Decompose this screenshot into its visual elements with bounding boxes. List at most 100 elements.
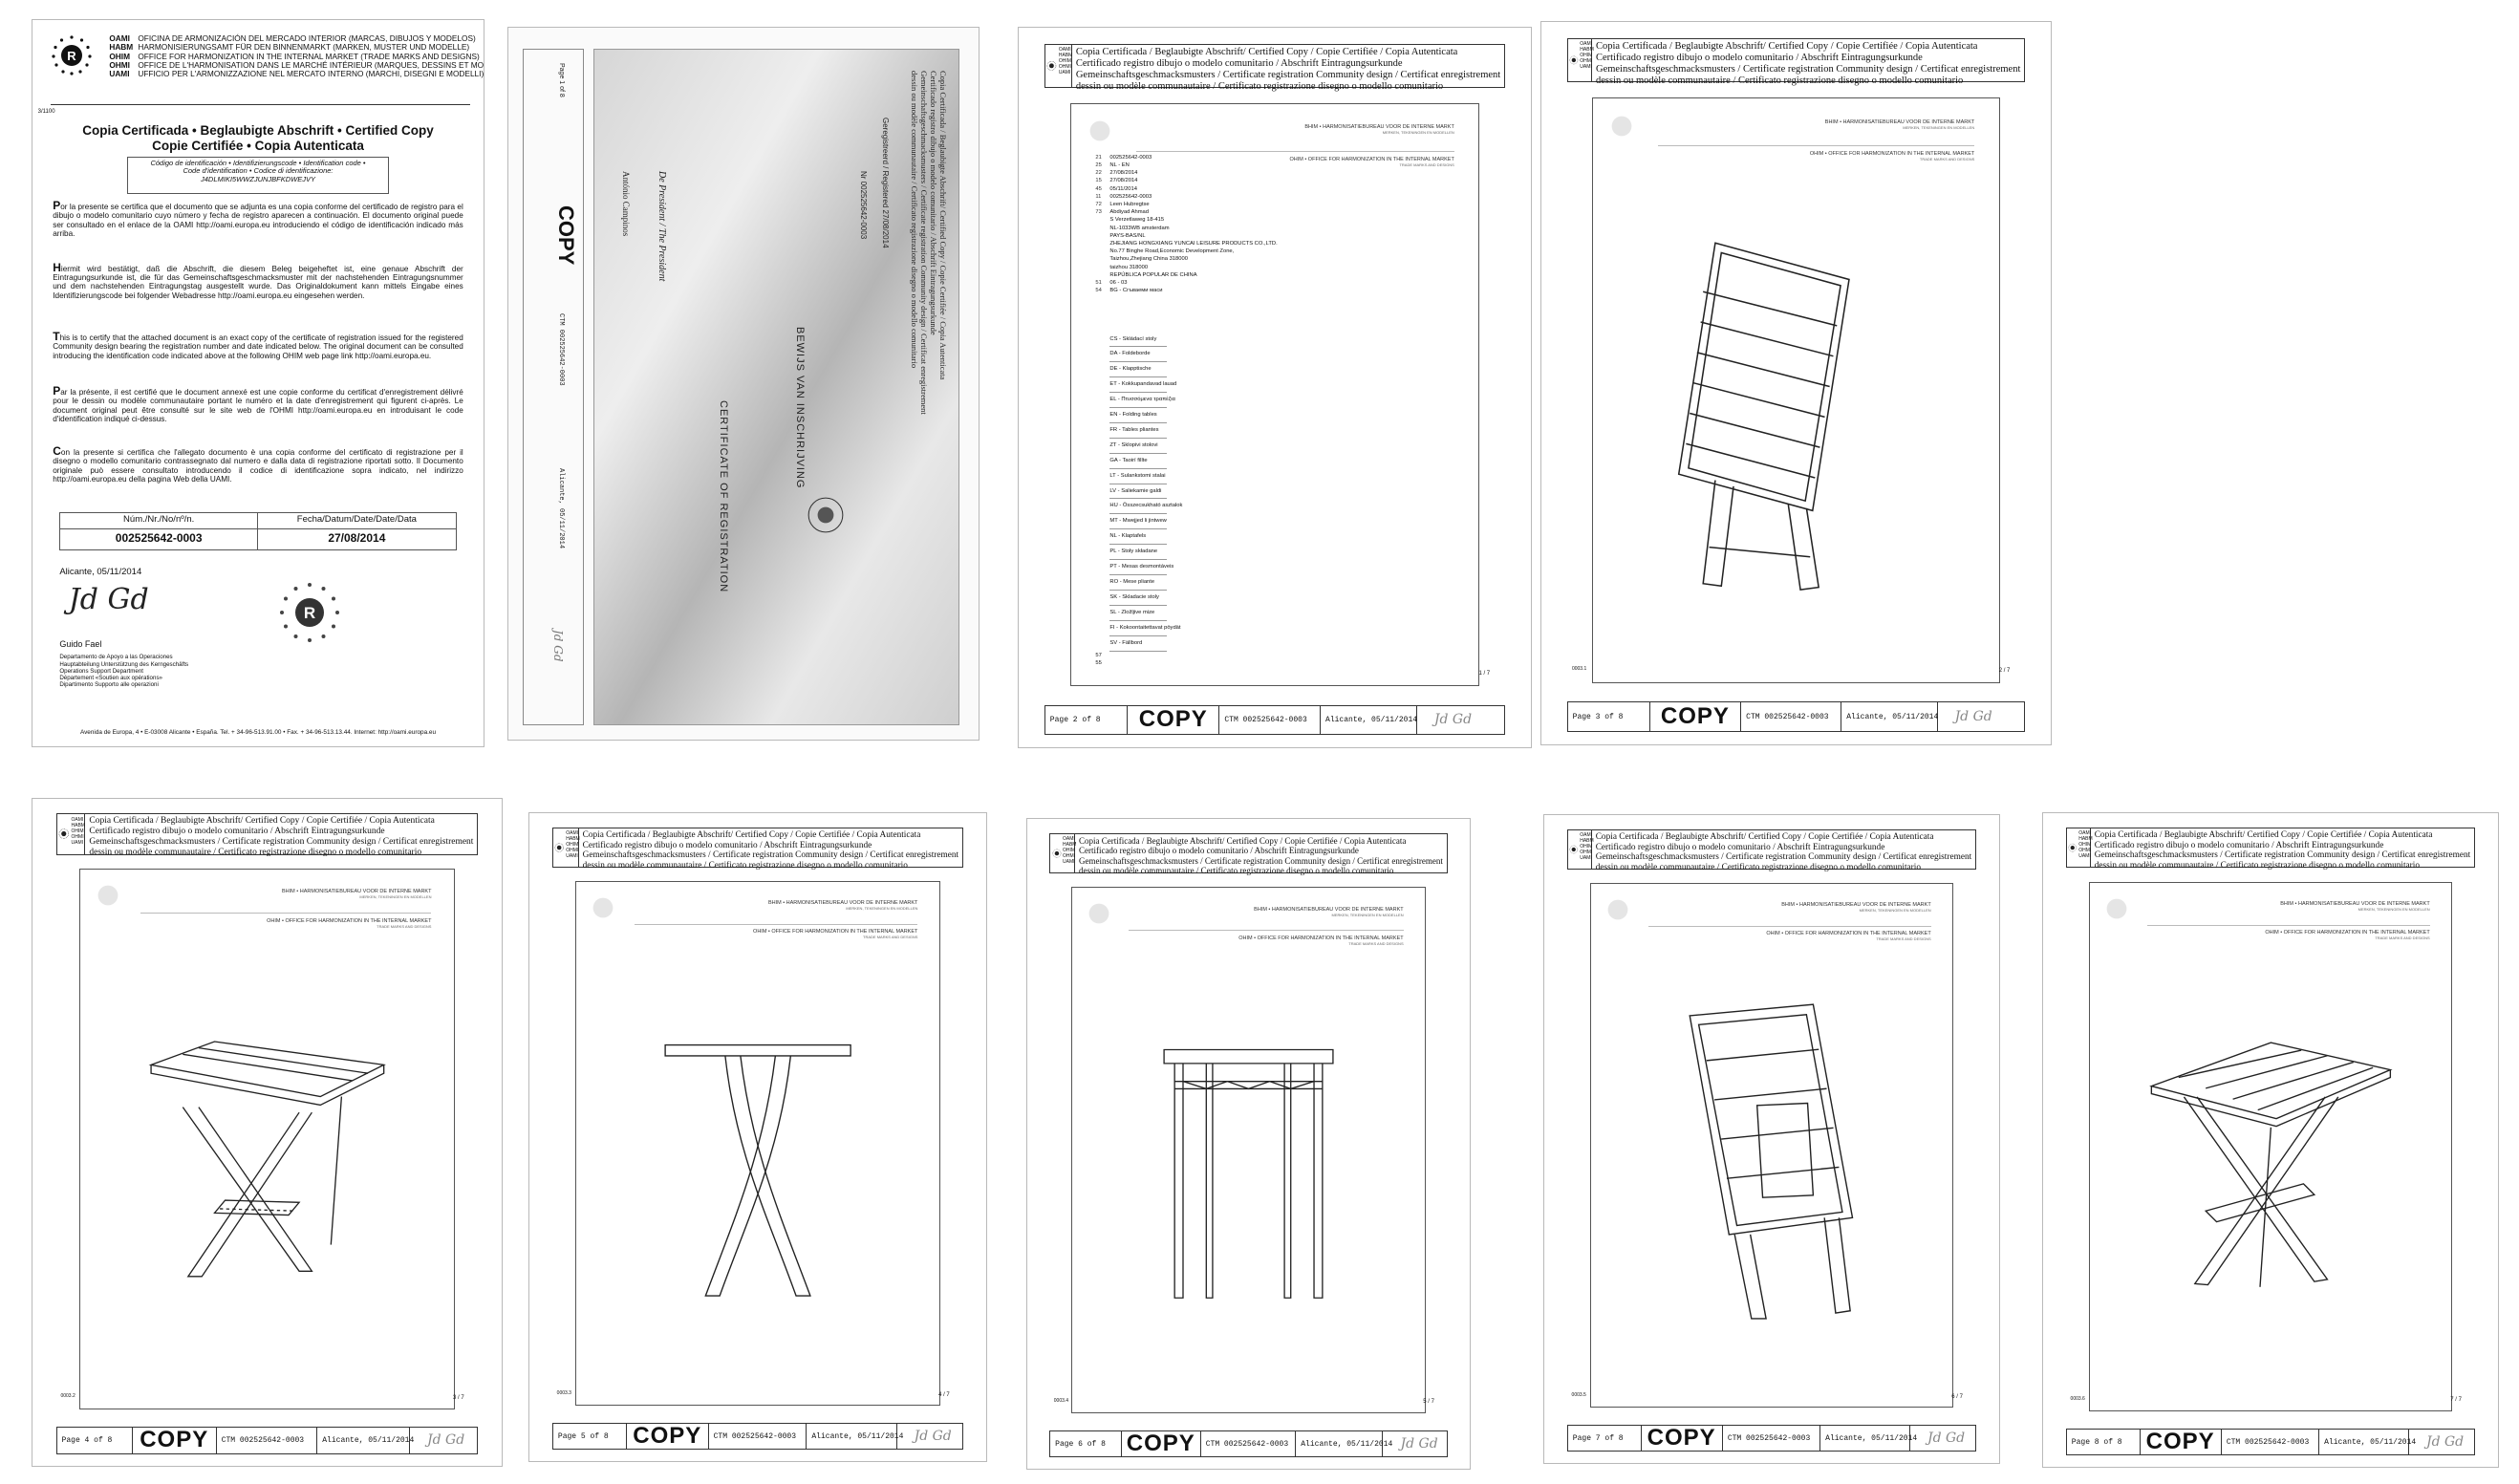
language-item: PT - Mesas desmontáveis xyxy=(1095,560,1173,576)
page-ratio: 2 / 7 xyxy=(1998,667,2011,674)
ohim-line: OHIM • OFFICE FOR HARMONIZATION IN THE I… xyxy=(1809,151,1975,162)
view-id: 0003.1 xyxy=(1571,666,1587,673)
registered-date: Geregistreerd / Registered 27/08/2014 xyxy=(880,117,890,248)
entry-row: Taizhou,Zhejiang China 318000 xyxy=(1109,256,1188,263)
copy-stamp: COPY xyxy=(627,1423,709,1450)
paragraph-fr: Par la présente, il est certifié que le … xyxy=(53,383,463,424)
content-frame: BHIM • HARMONISATIEBUREAU VOOR DE INTERN… xyxy=(2088,881,2453,1411)
signature: Jd Gd xyxy=(1433,712,1473,728)
registration-date: 27/08/2014 xyxy=(328,531,386,546)
ohim-logo-icon xyxy=(1569,55,1579,65)
page-ratio: 1 / 7 xyxy=(1478,671,1491,677)
identification-code-box: Código de identificación • Identifizieru… xyxy=(127,156,389,195)
president-title: De President / The President xyxy=(656,171,667,282)
signature: Jd Gd xyxy=(427,1432,465,1449)
paragraph-es: Por la presente se certifica que el docu… xyxy=(53,199,463,239)
place-date: Alicante, 05/11/2014 xyxy=(1321,705,1417,735)
office-address: Avenida de Europa, 4 • E-03008 Alicante … xyxy=(79,729,437,737)
page-footer: Page 7 of 8 COPY CTM 002525642-0003 Alic… xyxy=(1566,1425,1977,1452)
bhim-line: BHIM • HARMONISATIEBUREAU VOOR DE INTERN… xyxy=(1824,118,1975,130)
scanned-certificate: Copia Certificada / Beglaubigte Abschrif… xyxy=(592,49,960,726)
entry-row: ZHEJIANG HONGXIANG YUNCAI LEISURE PRODUC… xyxy=(1109,241,1278,247)
registration-number-table: Núm./Nr./No/nº/n. Fecha/Datum/Date/Date/… xyxy=(59,512,457,550)
copy-stamp: COPY xyxy=(1650,702,1742,732)
content-frame: BHIM • HARMONISATIEBUREAU VOOR DE INTERN… xyxy=(1069,103,1480,686)
copy-stamp: COPY xyxy=(1128,705,1220,735)
entry-row: NL-1033WB amsterdam xyxy=(1109,225,1170,231)
ctm-number: CTM 002525642-0003 xyxy=(1201,1430,1297,1457)
language-item: NL - Klaptafels xyxy=(1095,529,1168,546)
ctm-number: CTM 002525642-0003 xyxy=(709,1424,807,1450)
language-item: CS - Skládací stoly xyxy=(1095,333,1168,348)
copy-stamp: COPY xyxy=(553,204,578,266)
ctm-number: CTM 002525642-0003 xyxy=(2222,1429,2320,1455)
content-frame: BHIM • HARMONISATIEBUREAU VOOR DE INTERN… xyxy=(574,881,941,1407)
place-date: Alicante, 05/11/2014 xyxy=(2319,1429,2416,1455)
ohim-logo-icon xyxy=(2068,843,2078,852)
language-item: MT - Mwejjed li jintwew xyxy=(1095,514,1168,530)
language-item: PL - Stoły składane xyxy=(1095,545,1168,561)
ohim-seal-icon xyxy=(807,497,844,533)
bhim-line: BHIM • HARMONISATIEBUREAU VOOR DE INTERN… xyxy=(282,888,432,899)
bhim-line: BHIM • HARMONISATIEBUREAU VOOR DE INTERN… xyxy=(2280,901,2430,913)
ohim-logo-icon xyxy=(1046,61,1057,71)
view-id: 0003.4 xyxy=(1053,1398,1069,1404)
page-number: Page 5 of 8 xyxy=(553,1424,627,1450)
page-footer: Page 2 of 8 COPY CTM 002525642-0003 Alic… xyxy=(1044,704,1506,736)
page-ratio: 6 / 7 xyxy=(1951,1393,1963,1400)
language-item: ZT - Sklopivi stolovi xyxy=(1095,439,1168,454)
language-item: RO - Mese pliante xyxy=(1095,575,1168,591)
page-ratio: 5 / 7 xyxy=(1423,1399,1434,1406)
page-footer: Page 8 of 8 COPY CTM 002525642-0003 Alic… xyxy=(2065,1428,2476,1456)
page-number: Page 6 of 8 xyxy=(1050,1430,1122,1457)
ohim-line: OHIM • OFFICE FOR HARMONIZATION IN THE I… xyxy=(1289,156,1454,167)
copy-stamp: COPY xyxy=(1642,1425,1723,1452)
ctm-number: CTM 002525642-0003 xyxy=(1741,702,1842,732)
page-ratio: 4 / 7 xyxy=(938,1391,950,1398)
rotated-footer-strip: Page 1 of 8 COPY CTM 002525642-0003 Alic… xyxy=(522,49,584,726)
table-angled-perspective-drawing xyxy=(2148,1042,2393,1288)
signature: Jd Gd xyxy=(914,1429,952,1445)
signatory-name: Guido Fael xyxy=(59,638,102,649)
language-item: GA - Taoirí fillte xyxy=(1095,454,1168,469)
header-text: Copia Certificada / Beglaubigte Abschrif… xyxy=(1595,40,2021,87)
place-date: Alicante, 05/11/2014 xyxy=(59,566,142,577)
rotated-header: Copia Certificada / Beglaubigte Abschrif… xyxy=(909,70,948,415)
paragraph-en: This is to certify that the attached doc… xyxy=(53,329,463,360)
bhim-line: BHIM • HARMONISATIEBUREAU VOOR DE INTERN… xyxy=(1254,906,1404,917)
entry-row: PAYS-BAS/NL xyxy=(1109,232,1146,239)
header-text: Copia Certificada / Beglaubigte Abschrif… xyxy=(2094,830,2471,871)
view-id: 0003.2 xyxy=(60,1393,75,1400)
number-header: Núm./Nr./No/nº/n. xyxy=(60,513,258,530)
signature: Jd Gd xyxy=(551,630,566,662)
ctm-number: CTM 002525642-0003 xyxy=(1219,705,1322,735)
language-item: FI - Kokoontaitettavat pöydät xyxy=(1095,621,1181,636)
language-item: LV - Saliekamie galdi xyxy=(1095,484,1168,500)
page-ratio: 7 / 7 xyxy=(2450,1396,2462,1403)
signature: Jd Gd xyxy=(1954,709,1992,725)
page-number: Page 2 of 8 xyxy=(1045,705,1129,735)
watermark-logo-icon xyxy=(1611,116,1632,137)
language-item: EN - Folding tables xyxy=(1095,408,1168,423)
page-registration-certificate: Page 1 of 8 COPY CTM 002525642-0003 Alic… xyxy=(507,27,980,741)
table-front-view-drawing xyxy=(1163,1048,1334,1300)
